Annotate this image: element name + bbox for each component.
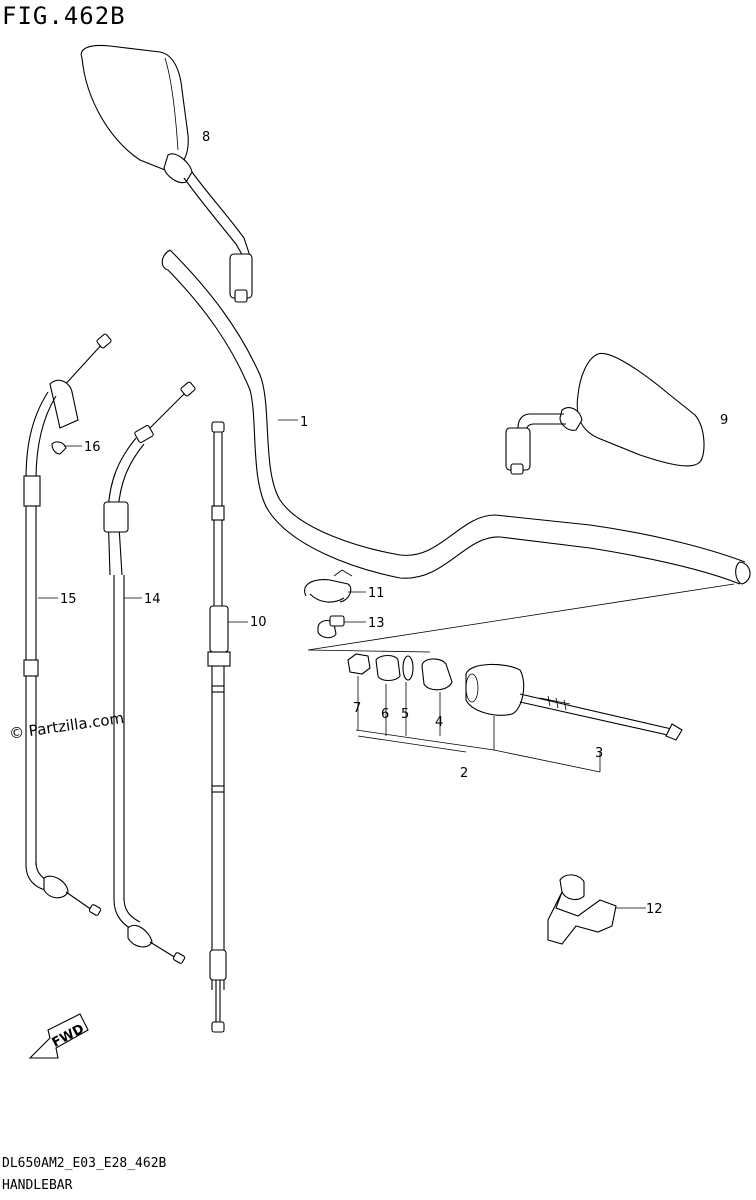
forward-arrow-icon: FWD	[28, 1013, 89, 1059]
callout-labels: 1 2 3 4 5 6 7 8 9 10 11 12 13 14 15 16	[60, 130, 728, 917]
cable-15[interactable]	[23, 333, 112, 916]
diagram-name: HANDLEBAR	[2, 1178, 73, 1193]
assembly-axis-line	[307, 583, 735, 653]
bar-end-assembly[interactable]	[347, 653, 683, 741]
mirror-left[interactable]	[80, 44, 253, 303]
callout-4[interactable]: 4	[435, 715, 443, 730]
diagram-code: DL650AM2_E03_E28_462B	[2, 1156, 167, 1171]
callout-2[interactable]: 2	[460, 766, 468, 781]
callout-13[interactable]: 13	[368, 616, 385, 631]
handlebar[interactable]	[161, 249, 751, 585]
cable-10[interactable]	[207, 421, 248, 1033]
bolt-13[interactable]	[317, 615, 366, 639]
callout-5[interactable]: 5	[401, 707, 409, 722]
callout-1[interactable]: 1	[300, 415, 308, 430]
callout-12[interactable]: 12	[646, 902, 663, 917]
cable-clamp[interactable]	[304, 569, 366, 603]
callout-10[interactable]: 10	[250, 615, 267, 630]
callout-14[interactable]: 14	[144, 592, 161, 607]
callout-8[interactable]: 8	[202, 130, 210, 145]
cable-14[interactable]	[103, 381, 196, 964]
callout-6[interactable]: 6	[381, 707, 389, 722]
callout-15[interactable]: 15	[60, 592, 77, 607]
bracket-12[interactable]	[547, 874, 646, 945]
callout-11[interactable]: 11	[368, 586, 385, 601]
figure-title: FIG.462B	[2, 2, 126, 30]
callout-9[interactable]: 9	[720, 413, 728, 428]
callout-16[interactable]: 16	[84, 440, 101, 455]
callout-3[interactable]: 3	[595, 746, 603, 761]
callout-7[interactable]: 7	[353, 701, 361, 716]
mirror-right[interactable]	[505, 352, 705, 475]
bar-end-leaders	[355, 676, 601, 773]
